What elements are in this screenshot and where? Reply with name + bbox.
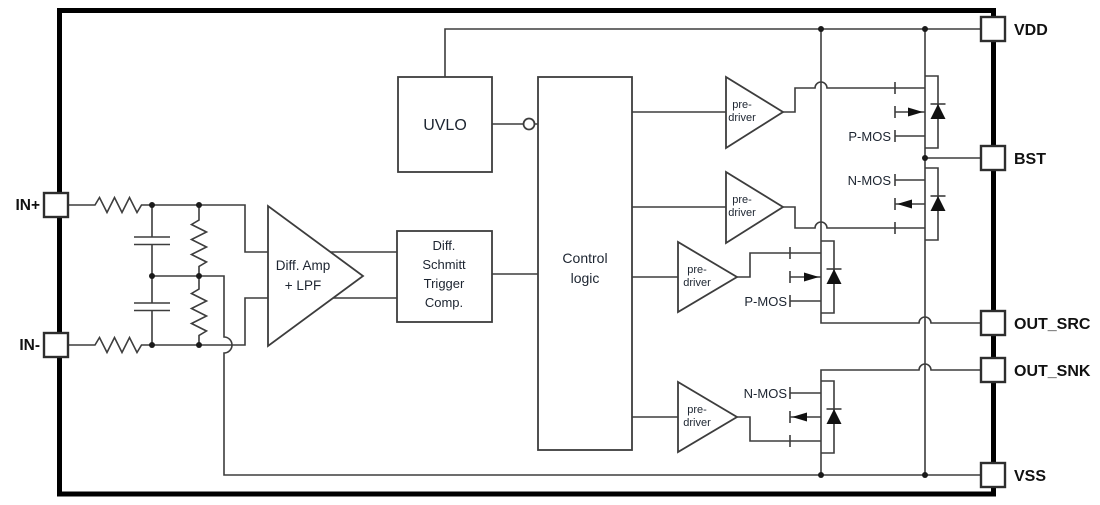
nmos-snk-label: N-MOS bbox=[744, 386, 788, 401]
control-logic-block bbox=[537, 76, 633, 451]
diff-amp-triangle bbox=[267, 204, 365, 348]
wire-predriver1-gate bbox=[783, 81, 895, 113]
control-label-line2: logic bbox=[571, 270, 600, 286]
wire-predriver3-gate bbox=[737, 252, 790, 278]
pin-vdd-label: VDD bbox=[1014, 22, 1048, 39]
pin-in-minus: IN- bbox=[19, 331, 70, 359]
pmos-bst-label: P-MOS bbox=[848, 129, 891, 144]
predriver-2-label-line2: driver bbox=[728, 207, 756, 219]
pin-out-src-pad bbox=[979, 309, 1007, 337]
predriver-4-label-line2: driver bbox=[683, 417, 711, 429]
wire-in-minus-resistor bbox=[68, 297, 268, 355]
ic-boundary bbox=[57, 8, 996, 497]
nmos-bst: N-MOS bbox=[848, 158, 946, 475]
pin-out-snk-pad bbox=[979, 356, 1007, 384]
wire-vss-rail bbox=[152, 275, 981, 476]
pmos-bst-arrow-icon bbox=[908, 107, 923, 117]
schmitt-label-line4: Comp. bbox=[425, 295, 463, 310]
nmos-bst-body-diode-icon bbox=[930, 196, 946, 211]
pmos-src-label: P-MOS bbox=[744, 294, 787, 309]
pin-in-plus-label: IN+ bbox=[15, 197, 40, 214]
wire-out-snk bbox=[820, 363, 981, 381]
pin-out-src: OUT_SRC bbox=[979, 309, 1091, 337]
pin-out-snk-label: OUT_SNK bbox=[1014, 363, 1091, 380]
schmitt-label-line1: Diff. bbox=[433, 238, 456, 253]
resistor-shunt-2 bbox=[189, 276, 209, 345]
predriver-1-label-line2: driver bbox=[728, 112, 756, 124]
pin-vdd: VDD bbox=[979, 15, 1048, 43]
nmos-out-snk: N-MOS bbox=[744, 380, 842, 475]
schmitt-label-line2: Schmitt bbox=[422, 257, 466, 272]
pmos-bst-body-diode-icon bbox=[930, 104, 946, 119]
pin-out-snk: OUT_SNK bbox=[979, 356, 1091, 384]
nmos-snk-body-diode-icon bbox=[826, 409, 842, 424]
wire-out-src bbox=[820, 313, 981, 324]
predriver-3-label-line1: pre- bbox=[687, 264, 707, 276]
inverter-bubble-icon bbox=[522, 117, 536, 131]
diff-amp-label-line1: Diff. Amp bbox=[276, 258, 331, 273]
pin-bst: BST bbox=[979, 144, 1046, 172]
pin-bst-pad bbox=[979, 144, 1007, 172]
schmitt-label-line3: Trigger bbox=[424, 276, 465, 291]
pin-out-src-label: OUT_SRC bbox=[1014, 316, 1091, 333]
wire-predriver4-gate bbox=[737, 416, 790, 442]
predriver-4-label-line1: pre- bbox=[687, 404, 707, 416]
predriver-1: pre- driver bbox=[725, 75, 785, 150]
resistor-shunt-1 bbox=[189, 205, 209, 276]
pin-vss-label: VSS bbox=[1014, 468, 1046, 485]
pmos-bst: P-MOS bbox=[848, 29, 946, 158]
uvlo-block bbox=[397, 76, 493, 173]
predriver-3: pre- driver bbox=[677, 240, 739, 314]
pin-bst-label: BST bbox=[1014, 151, 1046, 168]
schmitt-block bbox=[396, 230, 493, 323]
pin-vss-pad bbox=[979, 461, 1007, 489]
diff-amp-label-line2: + LPF bbox=[285, 278, 321, 293]
predriver-4: pre- driver bbox=[677, 380, 739, 454]
pmos-src-body-diode-icon bbox=[826, 269, 842, 284]
predriver-2: pre- driver bbox=[725, 170, 785, 245]
nmos-bst-label: N-MOS bbox=[848, 173, 892, 188]
nmos-snk-arrow-icon bbox=[792, 412, 807, 422]
junction-dots bbox=[149, 26, 928, 478]
control-label-line1: Control bbox=[562, 250, 607, 266]
pmos-src-arrow-icon bbox=[804, 272, 819, 282]
pin-in-minus-pad bbox=[42, 331, 70, 359]
pin-vdd-pad bbox=[979, 15, 1007, 43]
nmos-bst-arrow-icon bbox=[897, 199, 912, 209]
pin-in-plus-pad bbox=[42, 191, 70, 219]
wire-predriver2-gate bbox=[783, 206, 895, 229]
predriver-2-label-line1: pre- bbox=[732, 194, 752, 206]
wire-vdd-rail bbox=[444, 28, 981, 77]
capacitor-2 bbox=[134, 276, 170, 345]
pin-in-plus: IN+ bbox=[15, 191, 70, 219]
predriver-3-label-line2: driver bbox=[683, 277, 711, 289]
uvlo-label: UVLO bbox=[423, 117, 467, 134]
pmos-out-src: P-MOS bbox=[744, 29, 842, 314]
capacitor-1 bbox=[134, 205, 170, 276]
pin-in-minus-label: IN- bbox=[19, 337, 40, 354]
predriver-1-label-line1: pre- bbox=[732, 99, 752, 111]
wire-in-plus-resistor bbox=[68, 195, 268, 253]
pin-vss: VSS bbox=[979, 461, 1046, 489]
